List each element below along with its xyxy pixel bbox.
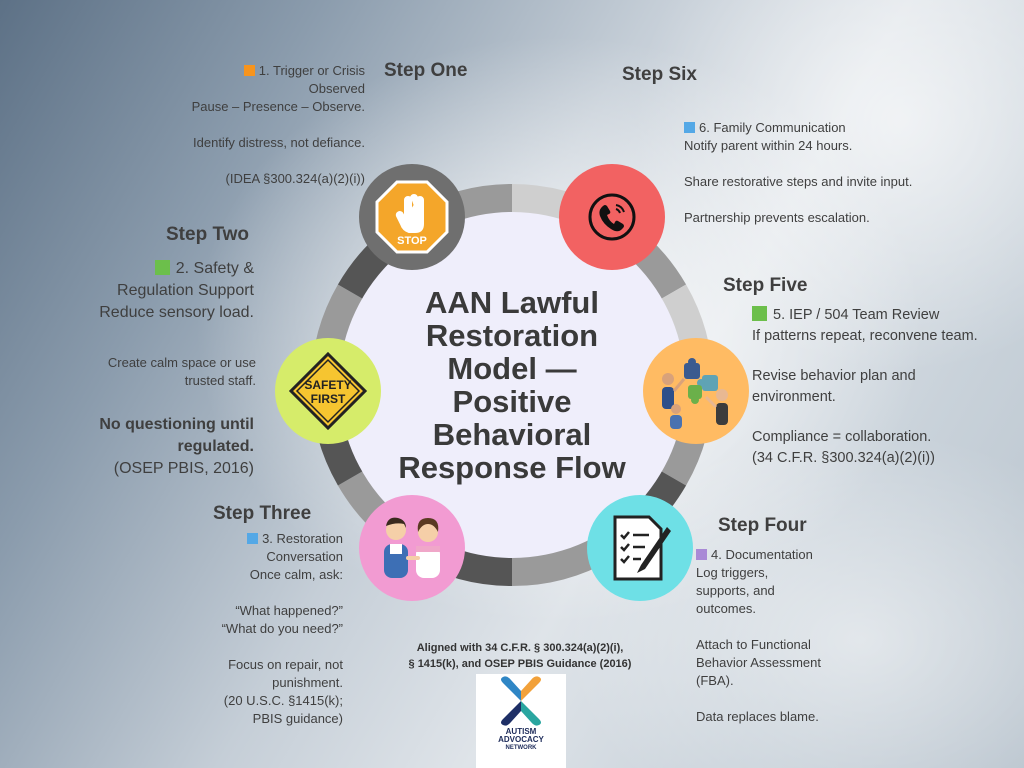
- green-square-icon: [154, 260, 170, 275]
- safety-first-sign-icon: SAFETY FIRST: [289, 352, 367, 430]
- step-three-heading: Step Three: [213, 503, 312, 524]
- alignment-note: Aligned with 34 C.F.R. § 300.324(a)(2)(i…: [408, 642, 632, 670]
- step-five-heading: Step Five: [723, 275, 808, 296]
- green-square-icon: [752, 306, 767, 321]
- phone-call-icon: [588, 193, 636, 241]
- blue-square-icon: [247, 533, 259, 544]
- step-two-warning: No questioning until regulated. (OSEP PB…: [99, 416, 254, 477]
- step-four-node: [587, 495, 693, 601]
- diagram-title: AAN Lawful Restoration Model — Positive …: [398, 285, 626, 485]
- hands-logo-icon: [501, 676, 541, 726]
- logo-text-line: AUTISM: [505, 727, 537, 736]
- purple-square-icon: [696, 549, 707, 560]
- autism-advocacy-network-logo: AUTISM ADVOCACY NETWORK: [476, 674, 566, 768]
- step-one-heading: Step One: [384, 60, 468, 81]
- step-three-text: 3. Restoration Conversation Once calm, a…: [221, 531, 343, 726]
- step-two-note: Create calm space or use trusted staff.: [107, 355, 256, 388]
- step-one-node: STOP: [359, 164, 465, 270]
- logo-text-line: NETWORK: [505, 745, 537, 751]
- svg-text:SAFETY: SAFETY: [304, 378, 351, 392]
- stop-sign-icon: STOP: [375, 180, 449, 254]
- logo-text-line: ADVOCACY: [498, 735, 544, 744]
- step-three-node: [359, 495, 465, 601]
- step-one-text: 1. Trigger or Crisis Observed Pause – Pr…: [191, 63, 365, 186]
- step-six-node: [559, 164, 665, 270]
- step-five-node: [643, 338, 749, 444]
- step-four-text: 4. Documentation Log triggers, supports,…: [696, 547, 822, 724]
- step-six-text: 6. Family Communication Notify parent wi…: [684, 120, 913, 225]
- step-five-text: 5. IEP / 504 Team Review If patterns rep…: [752, 306, 978, 466]
- center-circle: [339, 212, 685, 558]
- stop-text: STOP: [397, 235, 427, 247]
- document-pen-icon: [613, 515, 671, 581]
- blue-square-icon: [684, 122, 695, 133]
- team-puzzle-icon: [662, 358, 728, 429]
- step-two-heading: Step Two: [166, 224, 250, 245]
- step-six-heading: Step Six: [622, 64, 697, 85]
- orange-square-icon: [243, 65, 255, 76]
- svg-text:FIRST: FIRST: [311, 392, 346, 406]
- step-four-heading: Step Four: [718, 515, 807, 536]
- two-people-talking-icon: [384, 517, 440, 578]
- step-two-node: SAFETY FIRST: [275, 338, 381, 444]
- step-two-text: 2. Safety & Regulation Support Reduce se…: [99, 260, 254, 321]
